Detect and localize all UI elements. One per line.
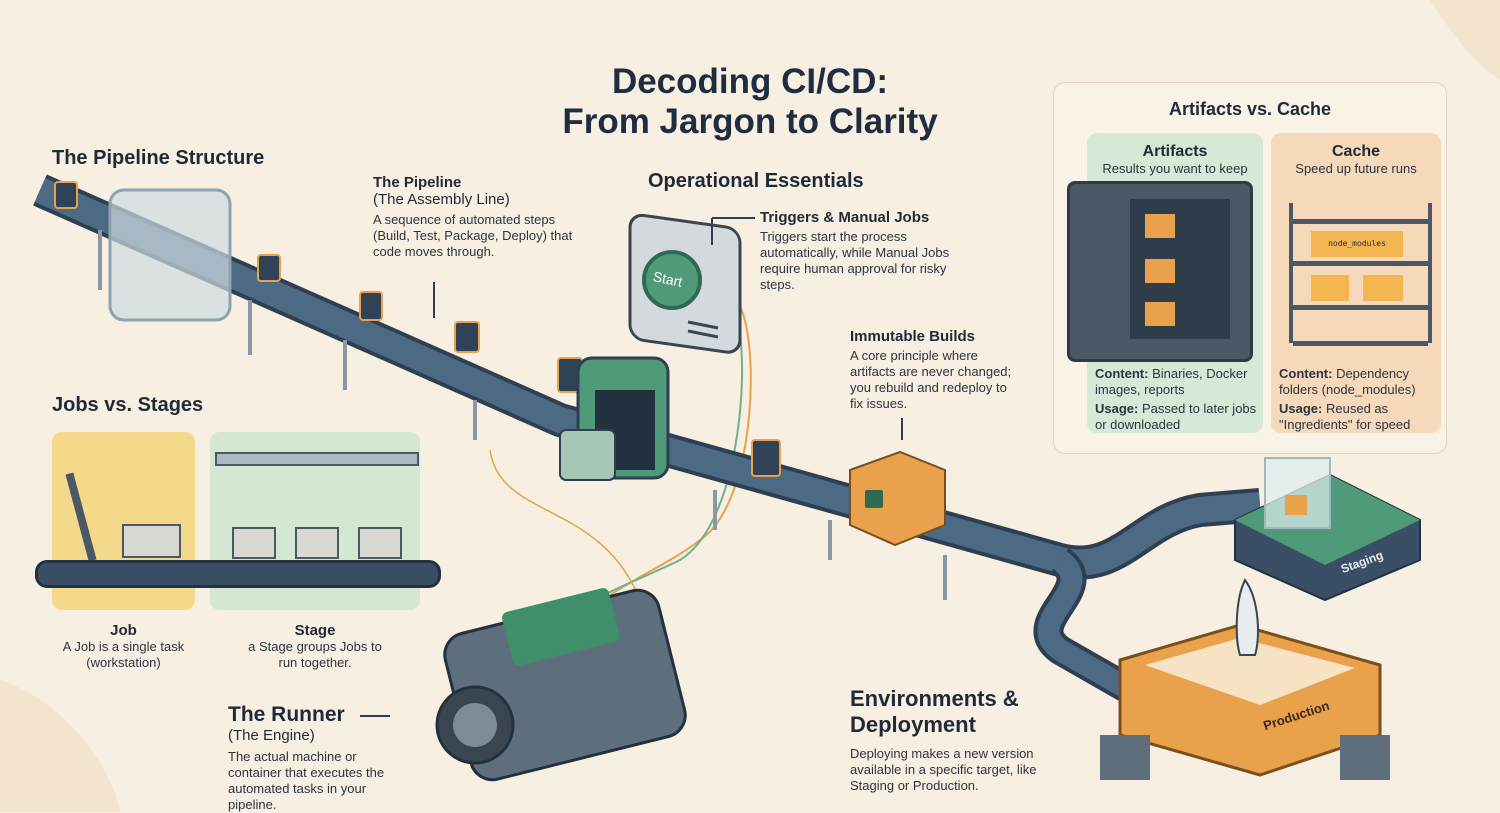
runner-body: The actual machine or container that exe… [228, 749, 385, 812]
cache-title: Cache [1331, 143, 1381, 160]
stage-conveyor [35, 560, 441, 588]
rocket-icon [1235, 578, 1259, 656]
cache-subtitle: Speed up future runs [1295, 161, 1417, 176]
artifacts-cache-panel: Artifacts vs. Cache Artifacts Results yo… [1053, 82, 1447, 454]
triggers-callout: Triggers & Manual Jobs Triggers start th… [760, 209, 960, 293]
runner-title: The Runner [228, 703, 345, 726]
environments-callout: Environments & Deployment Deploying make… [850, 686, 1080, 794]
artifacts-usage: Passed to later jobs or downloaded [1095, 401, 1257, 432]
title-line-2: From Jargon to Clarity [562, 102, 938, 141]
runner-subtitle: (The Engine) [228, 727, 315, 744]
artifacts-usage-label: Usage: [1095, 401, 1139, 416]
staging-platform [1234, 457, 1421, 602]
artifacts-content: Binaries, Docker images, reports [1095, 366, 1248, 397]
pipeline-title: The Pipeline [373, 174, 462, 191]
cache-usage: Reused as "Ingredients" for speed [1279, 401, 1411, 432]
environments-body: Deploying makes a new version available … [850, 746, 1037, 793]
triggers-body: Triggers start the process automatically… [760, 229, 950, 292]
conveyor-belt [33, 174, 1262, 704]
runner-engine-icon [435, 588, 687, 782]
cache-usage-label: Usage: [1279, 401, 1323, 416]
start-panel-icon [628, 213, 742, 354]
artifacts-title: Artifacts [1142, 143, 1208, 160]
production-platform [1100, 578, 1390, 780]
artifacts-cache-heading: Artifacts vs. Cache [1168, 99, 1332, 119]
stage-title: Stage [294, 622, 336, 639]
artifacts-subtitle: Results you want to keep [1102, 161, 1248, 176]
immutable-body: A core principle where artifacts are nev… [850, 348, 1012, 411]
build-machine-icon [559, 356, 670, 481]
stage-canopy [215, 452, 419, 466]
node-modules-folder: node_modules [1311, 231, 1403, 257]
stage-body: a Stage groups Jobs to run together. [248, 639, 382, 670]
pipeline-body: A sequence of automated steps (Build, Te… [373, 212, 573, 259]
shelf-icon: node_modules [1289, 203, 1432, 346]
stage-callout: Stage a Stage groups Jobs to run togethe… [240, 622, 390, 671]
page-title: Decoding CI/CD: From Jargon to Clarity [0, 62, 1500, 142]
workstation-icon [122, 524, 181, 558]
locked-package-icon [849, 450, 946, 547]
environments-title-2: Deployment [850, 712, 976, 737]
cache-content-label: Content: [1279, 366, 1333, 381]
robot-arm-icon [65, 472, 97, 562]
immutable-title: Immutable Builds [850, 328, 976, 345]
artifacts-panel: Artifacts Results you want to keep Conte… [1067, 133, 1263, 433]
operational-heading: Operational Essentials [648, 170, 864, 192]
pipeline-structure-heading: The Pipeline Structure [52, 147, 265, 169]
pipeline-callout: The Pipeline (The Assembly Line) A seque… [373, 174, 573, 260]
scanner-tunnel [108, 188, 232, 322]
cache-content: Dependency folders (node_modules) [1279, 366, 1416, 397]
cache-panel: Cache Speed up future runs node_modules … [1271, 133, 1441, 433]
job-callout: Job A Job is a single task (workstation) [52, 622, 195, 671]
runner-callout: The Runner (The Engine) The actual machi… [228, 703, 408, 813]
job-title: Job [110, 622, 137, 639]
safe-icon [1067, 181, 1253, 362]
pipeline-subtitle: (The Assembly Line) [373, 191, 510, 208]
immutable-callout: Immutable Builds A core principle where … [850, 328, 1020, 412]
job-body: A Job is a single task (workstation) [62, 639, 185, 670]
title-line-1: Decoding CI/CD: [611, 62, 889, 101]
artifacts-content-label: Content: [1095, 366, 1149, 381]
triggers-title: Triggers & Manual Jobs [760, 209, 930, 226]
environments-title-1: Environments & [850, 686, 1019, 711]
jobs-stages-heading: Jobs vs. Stages [52, 394, 204, 416]
